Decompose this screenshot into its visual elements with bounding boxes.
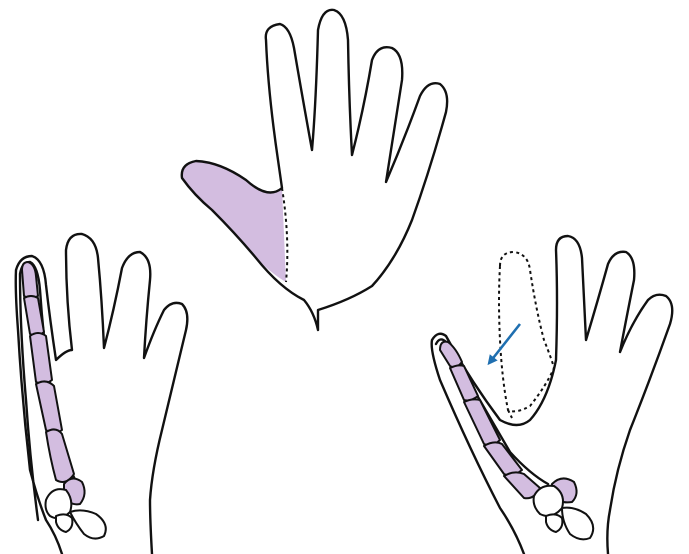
right-hand-ghost-finger-base [508,410,512,418]
right-bone-proximal [464,399,500,445]
left-bone-metacarpal [36,381,62,433]
left-bone-metacarpal-lower [46,429,74,482]
right-hand [432,236,673,554]
right-bone-distal [440,342,462,368]
left-bone-proximal [30,333,52,384]
left-hand [16,234,188,554]
right-bone-carpal-white-3 [546,514,562,532]
right-hand-bones [440,342,593,540]
right-bone-carpal-white-2 [562,508,593,540]
right-hand-ghost-finger [499,252,554,411]
left-bone-carpal-white-2 [70,510,106,538]
arrow-down-left-icon [490,324,520,362]
center-hand-shaded-region [182,161,286,282]
left-bone-carpal-white-3 [56,514,72,532]
right-bone-carpal-white [534,486,563,516]
left-bone-carpal-white [46,489,72,518]
center-hand [182,10,447,330]
